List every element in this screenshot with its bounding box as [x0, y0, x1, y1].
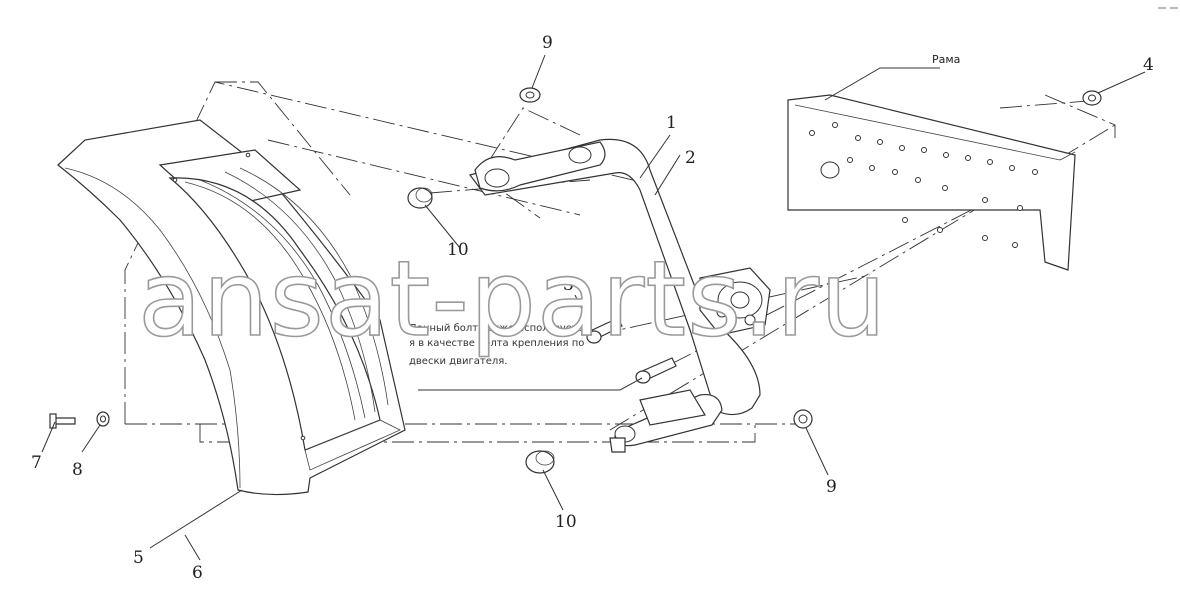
frame-hole [1012, 242, 1018, 248]
note-line-2: я в качестве болта крепления по [409, 338, 584, 349]
watermark-text: ansat-parts.ru [138, 238, 887, 360]
frame-rail-flange [794, 104, 1076, 161]
bracket-tube-assembly [468, 138, 771, 453]
nut-frame-bore [1088, 94, 1096, 102]
clamp-saddle-2 [568, 146, 592, 164]
callout-1: 1 [666, 113, 677, 133]
frame-hole [877, 139, 883, 145]
fender-rib-3 [224, 171, 376, 413]
plug-top-rim [415, 187, 433, 203]
fender-rib-2 [199, 179, 366, 419]
bolt-7-head [49, 413, 57, 429]
washer-8-bore [100, 415, 106, 423]
callout-6: 6 [192, 563, 203, 583]
note-line-3: двески двигателя. [409, 356, 507, 367]
callout-10-bottom: 10 [555, 512, 577, 532]
frame-hole [832, 122, 838, 128]
bolt-7 [54, 417, 76, 425]
callout-9-bottom: 9 [826, 477, 837, 497]
frame-hole [943, 152, 949, 158]
frame-hole [915, 177, 921, 183]
mount-bolt-head-b [744, 314, 756, 326]
frame-rail [787, 94, 1076, 271]
frame-hole [869, 165, 875, 171]
nut-top-bore [525, 91, 535, 99]
frame-hole [809, 130, 815, 136]
fender-rivet-1 [172, 177, 178, 183]
fender-rib-4 [239, 167, 389, 406]
plug-bottom [525, 450, 555, 474]
frame-hole [942, 185, 948, 191]
fender-rivet-2 [245, 152, 251, 158]
fender-bottom-lip [304, 419, 401, 471]
frame-large-hole [820, 161, 840, 179]
callout-7: 7 [31, 453, 42, 473]
frame-hole [982, 235, 988, 241]
frame-hole [892, 169, 898, 175]
plug-bottom-rim [535, 450, 555, 466]
frame-hole [847, 157, 853, 163]
note-line-1: Данный болт также используетс [409, 323, 583, 334]
frame-hole [1009, 165, 1015, 171]
frame-hole [982, 197, 988, 203]
callout-4: 4 [1143, 55, 1154, 75]
frame-hole [902, 217, 908, 223]
callout-2: 2 [685, 148, 696, 168]
tube-body [468, 138, 761, 416]
bolt-long-head [635, 370, 651, 384]
frame-hole [1032, 169, 1038, 175]
leader-lines [41, 54, 1146, 561]
frame-hole [855, 135, 861, 141]
callout-5: 5 [133, 548, 144, 568]
fender-assembly [57, 119, 406, 496]
fender-front-edge [64, 167, 241, 489]
callout-10-top: 10 [447, 240, 469, 260]
fender-rivet-3 [300, 435, 306, 441]
plug-top [407, 187, 433, 209]
callout-8: 8 [72, 460, 83, 480]
lower-mount-bore [730, 291, 750, 309]
frame-hole [965, 155, 971, 161]
frame-hole [937, 227, 943, 233]
frame-hole [921, 147, 927, 153]
callout-9-top: 9 [542, 33, 553, 53]
lower-pipe-tab [639, 389, 706, 426]
callout-3: 3 [563, 275, 574, 295]
clamp-saddle-1 [484, 168, 510, 188]
frame-label: Рама [932, 53, 960, 66]
frame-hole [1017, 205, 1023, 211]
frame-hole [899, 145, 905, 151]
lower-pipe-clip [609, 437, 626, 453]
fasteners [49, 87, 1102, 474]
nut-bottom-bore [798, 414, 808, 424]
fender-rib-1 [184, 181, 356, 421]
bolt-3-head [586, 330, 602, 344]
mount-bolt-head-a [716, 306, 728, 318]
frame-hole [987, 159, 993, 165]
